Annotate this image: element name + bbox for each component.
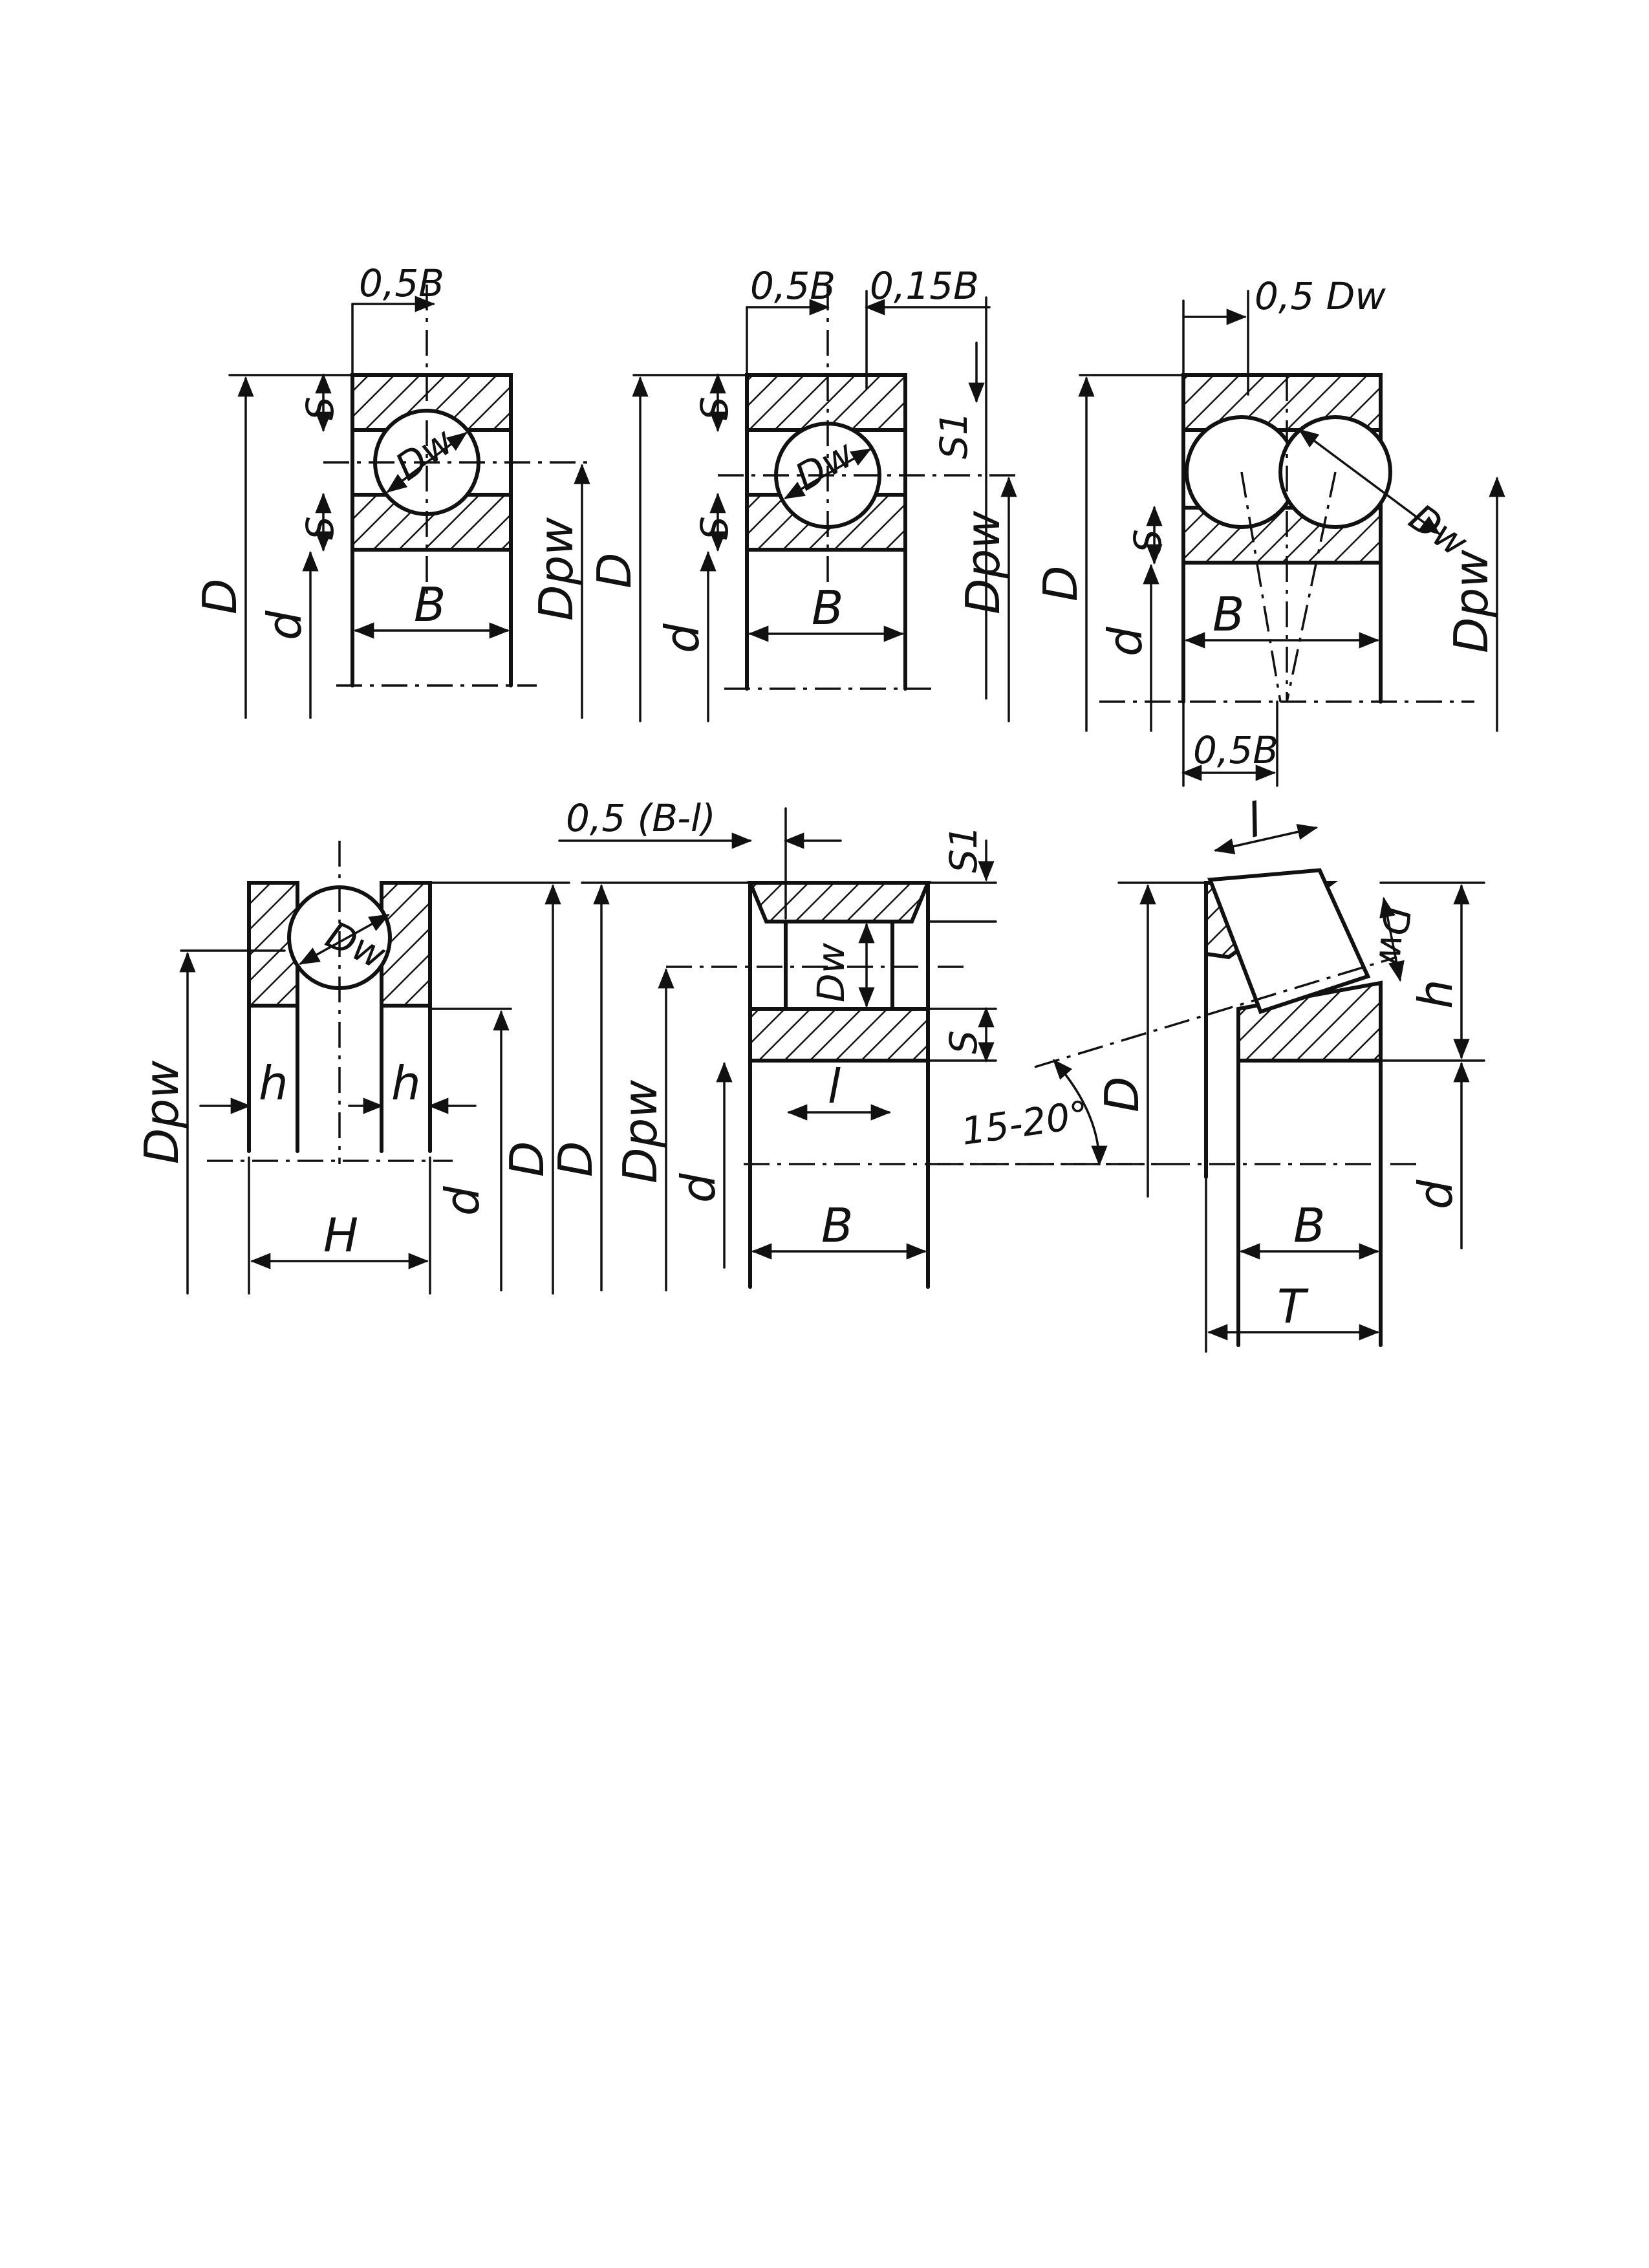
label-s-lower: S <box>693 516 737 540</box>
label-outer-d: D <box>193 579 247 614</box>
label-s: S <box>693 396 737 420</box>
label-angle: 15-20° <box>958 1092 1091 1154</box>
label-bore-d: d <box>1408 1179 1463 1209</box>
label-s: S <box>1126 529 1170 553</box>
label-pitch-dpw: Dpw <box>613 1080 667 1183</box>
label-total-t: T <box>1277 1279 1309 1334</box>
figure-cylindrical-roller-bearing: 0,5 (B-l) S1 Dw S l B D Dpw d <box>548 796 1164 1291</box>
label-half-width: 0,5B <box>750 264 835 308</box>
label-pitch-dpw: Dpw <box>956 511 1010 614</box>
label-pitch-dpw: Dpw <box>529 517 583 621</box>
figure-angular-ball-bearing: 0,5B 0,15B S S S1 Dw B D d Dpw <box>587 264 1017 722</box>
label-outer-d: D <box>548 1141 603 1177</box>
label-bore-d: d <box>655 623 709 653</box>
label-h-left: h <box>259 1056 288 1110</box>
label-width-b: B <box>1293 1198 1325 1253</box>
label-h: h <box>1408 979 1463 1009</box>
label-pitch-dpw: Dpw <box>1444 550 1498 653</box>
label-width-b: B <box>414 578 446 632</box>
label-half-ball: 0,5 Dw <box>1255 274 1386 318</box>
label-outer-d: D <box>1033 566 1088 601</box>
label-roller-dw: Dw <box>1370 905 1419 968</box>
label-bore-d: d <box>257 610 312 640</box>
label-offset: 0,5 (B-l) <box>566 796 716 840</box>
label-height-h: H <box>323 1208 358 1262</box>
label-bore-d: d <box>435 1185 490 1216</box>
label-s-outer: S <box>298 396 342 420</box>
label-length-l: l <box>1242 792 1266 848</box>
label-s1: S1 <box>942 825 986 873</box>
label-outer-d: D <box>1095 1077 1149 1112</box>
label-outer-d: D <box>500 1141 554 1177</box>
label-bore-d: d <box>1098 626 1152 656</box>
label-roller-dw: Dw <box>809 942 853 1002</box>
label-length-l: l <box>828 1059 841 1114</box>
label-h-right: h <box>391 1056 421 1110</box>
figure-self-aligning-ball-bearing: 0,5 Dw Dw S B 0,5B D d Dpw <box>1033 274 1505 787</box>
label-pitch-dpw: Dpw <box>135 1061 189 1164</box>
label-s-inner: S <box>298 516 342 540</box>
figure-radial-ball-bearing: 0,5B S S Dw B D d Dpw <box>193 261 590 719</box>
label-offset: 0,15B <box>870 264 979 308</box>
figure-thrust-ball-bearing: Dw h h H Dpw d D <box>135 841 570 1295</box>
figure-tapered-roller-bearing: l Dw h 15-20° D d B T <box>938 792 1485 1353</box>
label-s1: S1 <box>932 411 976 459</box>
label-outer-d: D <box>587 553 641 589</box>
label-half-width: 0,5B <box>359 261 444 305</box>
label-half-width: 0,5B <box>1193 728 1278 772</box>
label-width-b: B <box>812 581 843 635</box>
label-s: S <box>942 1030 986 1054</box>
label-width-b: B <box>821 1198 853 1253</box>
label-bore-d: d <box>671 1172 726 1203</box>
label-width-b: B <box>1212 587 1244 642</box>
